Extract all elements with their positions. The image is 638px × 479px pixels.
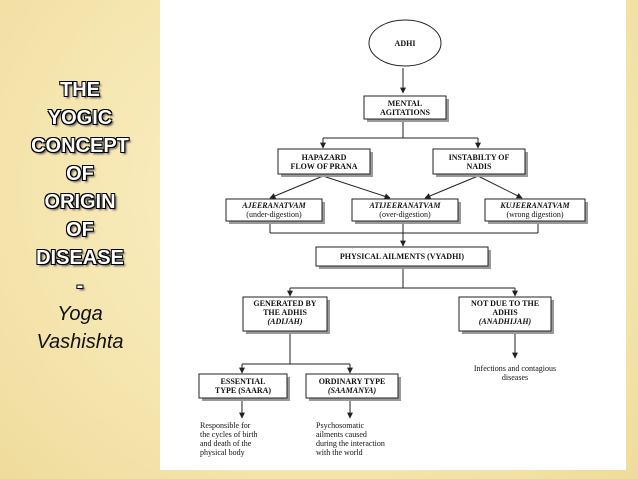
- node-label: KUJEERANATVAM: [499, 201, 570, 210]
- node-atijeeranatvam: ATIJEERANATVAM (over-digestion): [351, 198, 461, 224]
- node-physical-ailments: PHYSICAL AILMENTS (VYADHI): [315, 246, 491, 269]
- node-label: (ADIJAH): [267, 317, 302, 326]
- node-label: NOT DUE TO THE: [471, 299, 539, 308]
- node-label: ESSENTIAL: [221, 377, 266, 386]
- node-instability-nadis: INSTABILTY OF NADIS: [432, 148, 528, 177]
- flowchart: ADHI MENTAL AGITATIONS HAPAZARD FLOW OF …: [198, 19, 588, 457]
- node-label: (wrong digestion): [506, 210, 563, 219]
- node-label: AGITATIONS: [380, 108, 430, 117]
- note-psychosomatic: Psychosomatic ailments caused during the…: [316, 421, 385, 457]
- node-label: PHYSICAL AILMENTS (VYADHI): [340, 252, 465, 261]
- node-label: (over-digestion): [379, 210, 431, 219]
- title-source: Vashishta: [36, 331, 124, 353]
- slide-title: THE YOGIC CONCEPT OF ORIGIN OF DISEASE -…: [4, 76, 156, 356]
- note-text: ailments caused: [316, 430, 367, 439]
- title-line: -: [76, 275, 84, 297]
- node-adhi: ADHI: [368, 19, 442, 67]
- node-kujeeranatvam: KUJEERANATVAM (wrong digestion): [484, 198, 588, 224]
- note-text: the cycles of birth: [200, 430, 258, 439]
- node-ajeeranatvam: AJEERANATVAM (under-digestion): [225, 198, 325, 224]
- note-text: Psychosomatic: [316, 421, 364, 430]
- node-label: ADHIS: [492, 308, 518, 317]
- note-infections: Infections and contagious diseases: [474, 364, 556, 382]
- node-label: (SAAMANYA): [328, 386, 377, 395]
- node-label: ORDINARY TYPE: [319, 377, 386, 386]
- title-line: OF: [66, 219, 94, 241]
- node-label: THE ADHIS: [263, 308, 307, 317]
- note-text: Responsible for: [200, 421, 251, 430]
- node-essential-type: ESSENTIAL TYPE (SAARA): [198, 373, 290, 401]
- node-not-due-to-adhis: NOT DUE TO THE ADHIS (ANADHIJAH): [458, 296, 554, 334]
- node-label: (ANADHIJAH): [479, 317, 532, 326]
- title-line: OF: [66, 163, 94, 185]
- node-label: AJEERANATVAM: [241, 201, 306, 210]
- node-ordinary-type: ORDINARY TYPE (SAAMANYA): [305, 373, 401, 401]
- title-source: Yoga: [57, 303, 103, 325]
- node-hapazard-flow: HAPAZARD FLOW OF PRANA: [277, 148, 373, 177]
- node-mental-agitations: MENTAL AGITATIONS: [363, 95, 449, 122]
- note-text: physical body: [200, 448, 245, 457]
- node-label: TYPE (SAARA): [215, 386, 272, 395]
- title-line: YOGIC: [47, 107, 113, 129]
- node-label: MENTAL: [388, 99, 423, 108]
- node-label: GENERATED BY: [253, 299, 316, 308]
- title-line: CONCEPT: [31, 135, 129, 157]
- note-text: Infections and contagious: [474, 364, 556, 373]
- note-text: with the world: [316, 448, 363, 457]
- node-generated-by-adhis: GENERATED BY THE ADHIS (ADIJAH): [242, 296, 330, 334]
- node-label: (under-digestion): [246, 210, 302, 219]
- title-line: ORIGIN: [44, 191, 116, 213]
- node-label: INSTABILTY OF: [449, 153, 510, 162]
- node-label: ATIJEERANATVAM: [369, 201, 442, 210]
- title-line: DISEASE: [36, 247, 124, 269]
- note-text: diseases: [502, 373, 528, 382]
- note-text: and death of the: [200, 439, 252, 448]
- node-label: NADIS: [467, 162, 492, 171]
- node-label: FLOW OF PRANA: [290, 162, 357, 171]
- node-adhi-label: ADHI: [395, 39, 416, 48]
- connectors: [239, 68, 539, 419]
- note-responsible: Responsible for the cycles of birth and …: [200, 421, 258, 457]
- node-label: HAPAZARD: [302, 153, 347, 162]
- note-text: during the interaction: [316, 439, 385, 448]
- title-line: THE: [60, 79, 100, 101]
